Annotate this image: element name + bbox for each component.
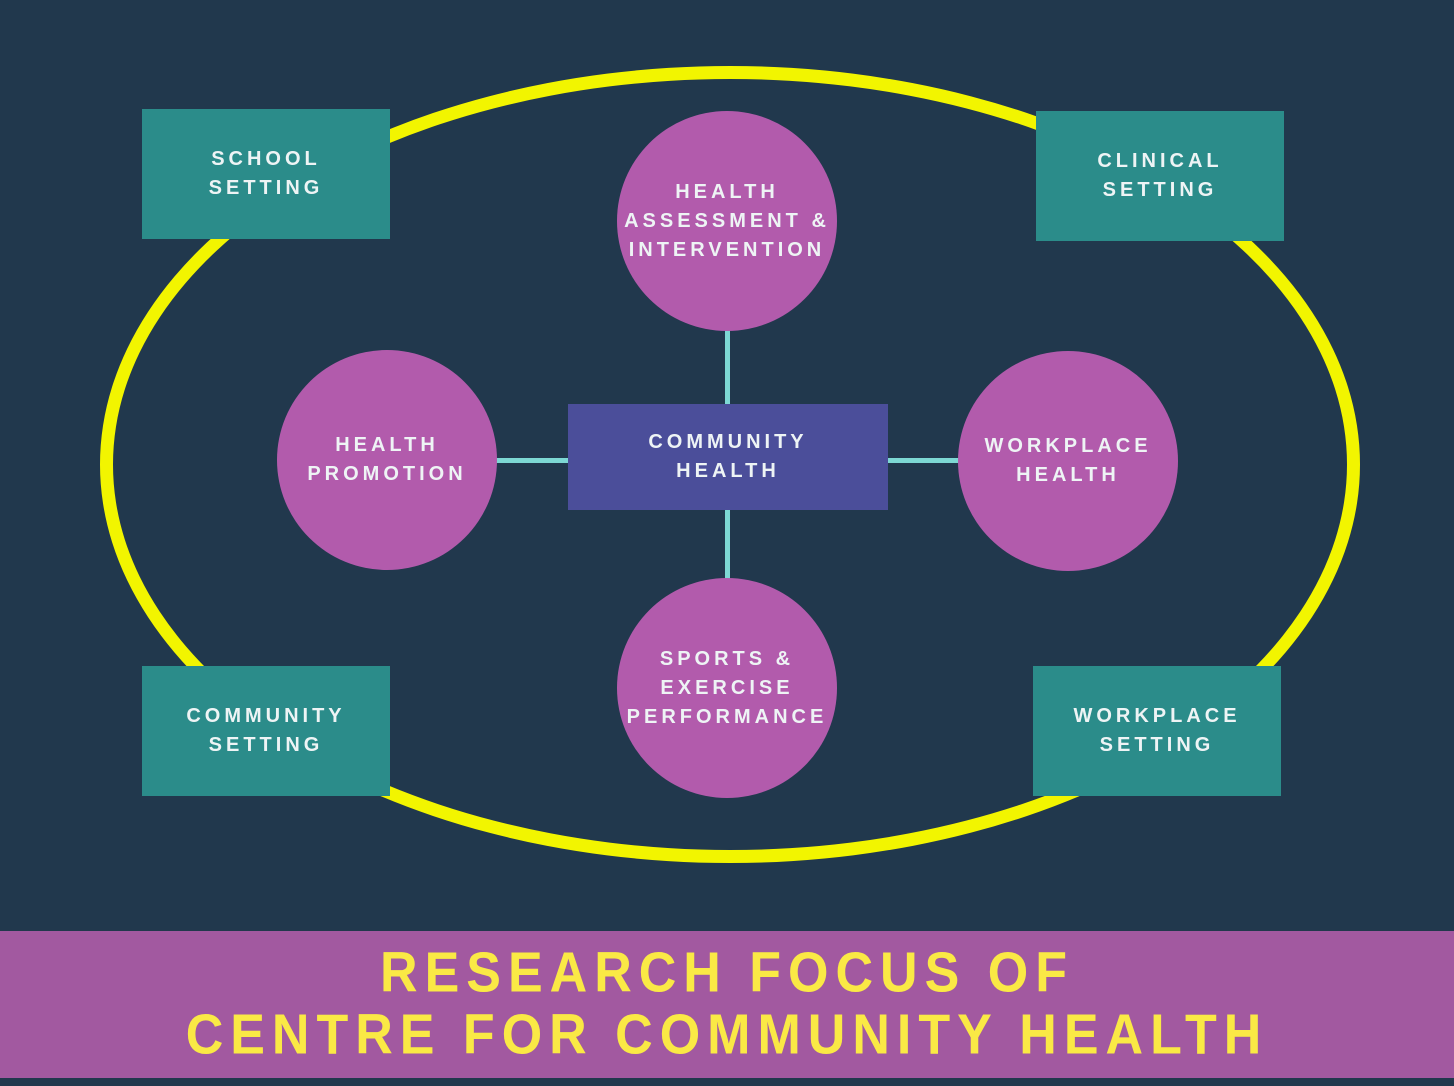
circle-label-workplace-health: WORKPLACE HEALTH <box>984 435 1152 486</box>
circle-label-health-assessment: HEALTH ASSESSMENT & INTERVENTION <box>624 180 830 261</box>
setting-box-workplace: WORKPLACE SETTING <box>1033 666 1281 796</box>
banner-title-line2: CENTRE FOR COMMUNITY HEALTH <box>185 1003 1269 1066</box>
setting-label-community: COMMUNITY SETTING <box>186 705 346 756</box>
setting-label-workplace: WORKPLACE SETTING <box>1073 705 1241 756</box>
setting-box-community: COMMUNITY SETTING <box>142 666 390 796</box>
circle-workplace-health: WORKPLACE HEALTH <box>958 351 1178 571</box>
connector-right <box>884 458 966 463</box>
banner-title-line1: RESEARCH FOCUS OF <box>380 941 1074 1005</box>
setting-box-school: SCHOOL SETTING <box>142 109 390 239</box>
circle-health-promotion: HEALTH PROMOTION <box>277 350 497 570</box>
circle-sports-exercise: SPORTS & EXERCISE PERFORMANCE <box>617 578 837 798</box>
center-box-label: COMMUNITY HEALTH <box>648 431 808 482</box>
circle-label-sports-exercise: SPORTS & EXERCISE PERFORMANCE <box>626 647 828 728</box>
setting-label-school: SCHOOL SETTING <box>208 148 324 199</box>
connector-bottom <box>725 506 730 586</box>
setting-label-clinical: CLINICAL SETTING <box>1097 150 1223 201</box>
connector-top <box>725 328 730 408</box>
connector-left <box>492 458 574 463</box>
circle-health-assessment: HEALTH ASSESSMENT & INTERVENTION <box>617 111 837 331</box>
title-banner: RESEARCH FOCUS OF CENTRE FOR COMMUNITY H… <box>0 931 1454 1078</box>
setting-box-clinical: CLINICAL SETTING <box>1036 111 1284 241</box>
circle-label-health-promotion: HEALTH PROMOTION <box>307 434 467 485</box>
center-box-community-health: COMMUNITY HEALTH <box>568 404 888 510</box>
